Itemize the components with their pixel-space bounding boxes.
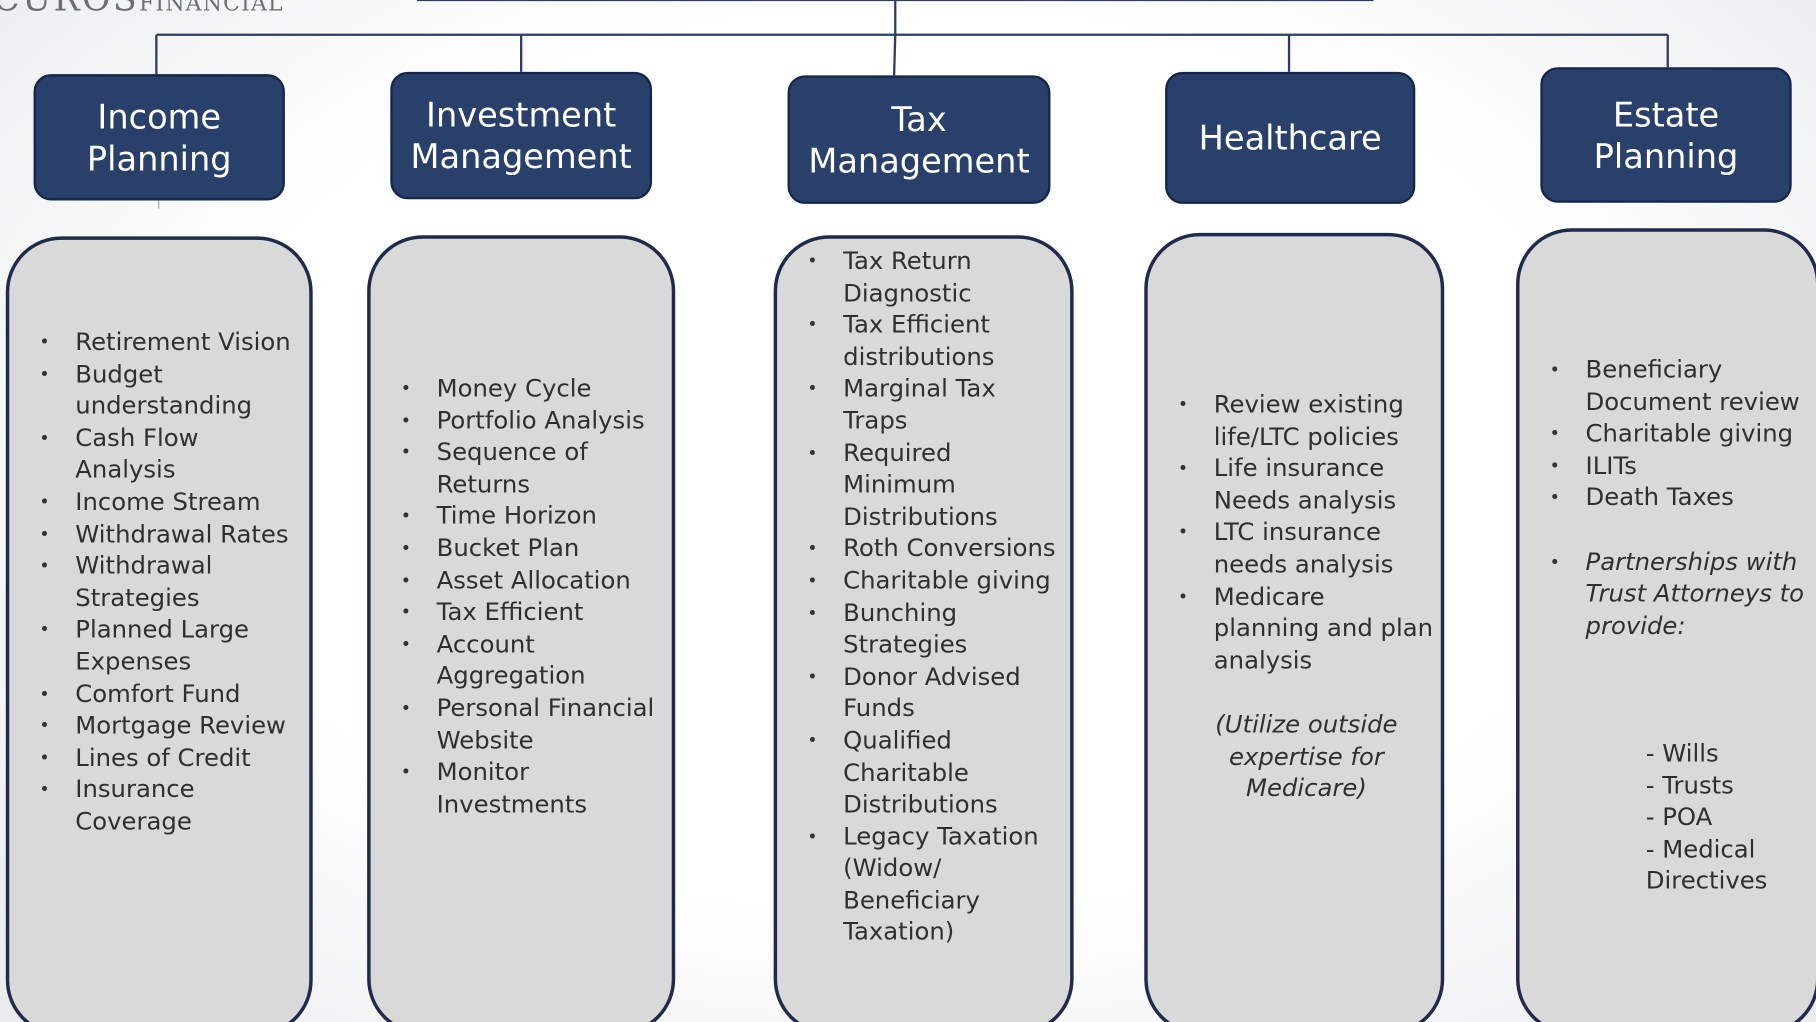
healthcare-note-wrap: (Utilize outside expertise for Medicare) <box>1178 709 1435 805</box>
estate-planning-header: Estate Planning <box>1540 67 1792 203</box>
list-item: Death Taxes <box>1550 482 1811 514</box>
list-item: Time Horizon <box>401 501 665 533</box>
tax-management-header: Tax Management <box>787 75 1051 204</box>
estate-subitems: - Wills - Trusts - POA - Medical Directi… <box>1586 738 1806 898</box>
list-item: Insurance Coverage <box>39 774 301 838</box>
list-item: Bunching Strategies <box>807 597 1064 661</box>
list-item: Beneficiary Document review <box>1550 355 1811 419</box>
list-item: Mortgage Review <box>39 710 301 742</box>
sub-item: - Trusts <box>1645 771 1734 800</box>
list-item: Roth Conversions <box>807 533 1064 565</box>
list-item: Marginal Tax Traps <box>807 374 1064 438</box>
sub-item: - Medical Directives <box>1645 835 1768 895</box>
list-item: Qualified Charitable Distributions <box>807 725 1064 821</box>
list-item: Comfort Fund <box>39 678 301 710</box>
medicare-note: (Utilize outside expertise for Medicare) <box>1215 710 1398 803</box>
income-planning-list: Retirement Vision Budget understanding C… <box>39 327 301 839</box>
list-item: Legacy Taxation (Widow/ Beneficiary Taxa… <box>807 821 1064 949</box>
estate-planning-list: Beneficiary Document review Charitable g… <box>1550 355 1811 643</box>
list-item: Portfolio Analysis <box>401 405 665 437</box>
list-item: Charitable giving <box>807 565 1064 597</box>
list-item: Charitable giving <box>1550 419 1811 451</box>
list-item: Retirement Vision <box>39 327 301 359</box>
investment-management-list: Money Cycle Portfolio Analysis Sequence … <box>401 373 665 821</box>
list-item: Bucket Plan <box>401 533 665 565</box>
list-item: Monitor Investments <box>401 757 665 821</box>
list-item: LTC insurance needs analysis <box>1178 517 1435 581</box>
list-item: Personal Financial Website <box>401 693 665 757</box>
list-item: Tax Return Diagnostic <box>807 246 1064 310</box>
list-item: Withdrawal Rates <box>39 519 301 551</box>
list-item: Life insurance Needs analysis <box>1178 453 1435 517</box>
partnership-item: Partnerships with Trust Attorneys to pro… <box>1550 546 1811 642</box>
list-item: Medicare planning and plan analysis <box>1178 581 1435 677</box>
list-item: Budget understanding <box>39 359 301 423</box>
tax-management-list: Tax Return Diagnostic Tax Efficient dist… <box>807 246 1064 949</box>
list-item: Asset Allocation <box>401 565 665 597</box>
list-item: ILITs <box>1550 450 1811 482</box>
healthcare-header: Healthcare <box>1165 71 1416 204</box>
list-item: Withdrawal Strategies <box>39 551 301 615</box>
list-item: Planned Large Expenses <box>39 615 301 679</box>
list-item: Tax Efficient <box>401 597 665 629</box>
list-item: Income Stream <box>39 487 301 519</box>
sub-item: - POA <box>1645 803 1713 832</box>
list-item: Required Minimum Distributions <box>807 437 1064 533</box>
list-item: Cash Flow Analysis <box>39 423 301 487</box>
income-planning-header: Income Planning <box>33 74 285 201</box>
sub-item: - Wills <box>1645 739 1719 768</box>
list-item: Sequence of Returns <box>401 437 665 501</box>
list-item: Account Aggregation <box>401 629 665 693</box>
healthcare-list: Review existing life/LTC policies Life i… <box>1178 389 1435 677</box>
list-item: Donor Advised Funds <box>807 661 1064 725</box>
logo: CUROSFINANCIAL <box>0 0 284 20</box>
list-item: Money Cycle <box>401 373 665 405</box>
investment-management-header: Investment Management <box>390 71 653 200</box>
list-item: Tax Efficient distributions <box>807 310 1064 374</box>
list-item: Lines of Credit <box>39 742 301 774</box>
list-item: Review existing life/LTC policies <box>1178 389 1435 453</box>
